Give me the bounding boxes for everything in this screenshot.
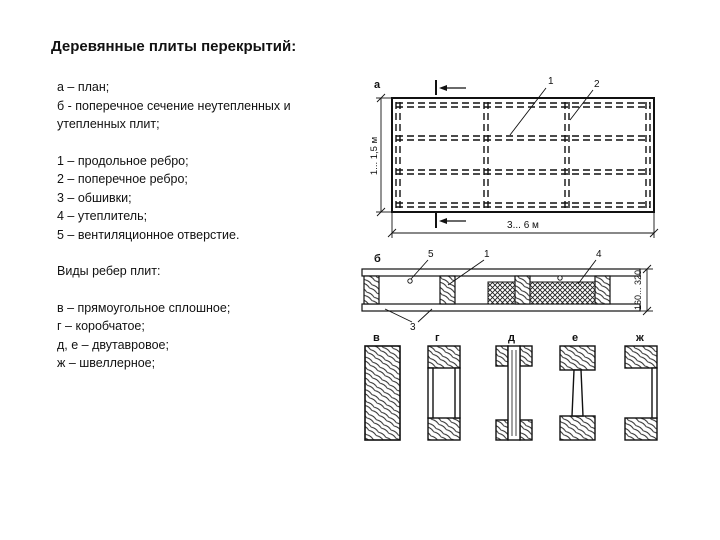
rib-label-zh: ж (635, 332, 644, 344)
plan-callout-2: 2 (594, 79, 600, 90)
dim-height-line (640, 264, 653, 316)
section-callout-1: 1 (484, 249, 490, 260)
legend-item-2: 2 – поперечное ребро; (57, 172, 188, 186)
rib-i-beam-plank (495, 345, 533, 441)
plan-ribs (395, 102, 651, 208)
types-heading: Виды ребер плит: (57, 264, 161, 278)
legend-line-b1: б - поперечное сечение неутепленных и (57, 98, 291, 113)
dim-height-label: 160... 320 (633, 270, 643, 310)
legend-item-5: 5 – вентиляционное отверстие. (57, 227, 240, 242)
section-marks (435, 80, 466, 228)
rib-box (427, 345, 461, 441)
plan-callout-1: 1 (548, 76, 554, 87)
section-bottom-sheathing (361, 303, 641, 312)
section-top-sheathing (361, 268, 641, 277)
legend-type-v: в – прямоугольное сплошное; (57, 300, 231, 315)
legend-item-3: 3 – обшивки; (57, 190, 132, 205)
section-callout-5: 5 (428, 249, 434, 260)
dim-width-line (376, 93, 392, 217)
dim-length-label: 3... 6 м (507, 220, 539, 231)
legend-type-zh: ж – швеллерное; (57, 356, 156, 370)
rib-label-d: д (508, 332, 515, 344)
rib-channel (624, 345, 658, 441)
plan-outline (391, 97, 655, 213)
section-insulation-right (529, 281, 596, 305)
rib-solid (364, 345, 401, 441)
rib-i-beam-thin (559, 345, 596, 441)
legend-line-b2: утепленных плит; (57, 117, 160, 131)
dim-length-line (387, 212, 659, 238)
rib-label-g: г (435, 332, 440, 344)
page-title: Деревянные плиты перекрытий: (51, 38, 297, 55)
legend-type-de: д, е – двутавровое; (57, 337, 169, 352)
section-callout-4: 4 (596, 249, 602, 260)
rib-label-v: в (373, 332, 380, 344)
section-ribs (363, 275, 611, 305)
legend-item-1: 1 – продольное ребро; (57, 153, 189, 168)
section-callout-3: 3 (410, 322, 416, 333)
rib-label-e: е (572, 332, 578, 344)
vent-hole-left (407, 278, 413, 284)
legend-line-a: а – план; (57, 80, 110, 94)
section-insulation-left (487, 281, 516, 305)
label-section: б (374, 253, 381, 265)
dim-width-label: 1... 1,5 м (369, 137, 380, 175)
legend-type-g: г – коробчатое; (57, 319, 145, 333)
legend-item-4: 4 – утеплитель; (57, 209, 148, 223)
vent-hole-right (557, 275, 563, 281)
legend: а – план; б - поперечное сечение неутепл… (57, 78, 291, 373)
label-plan: а (374, 79, 381, 91)
